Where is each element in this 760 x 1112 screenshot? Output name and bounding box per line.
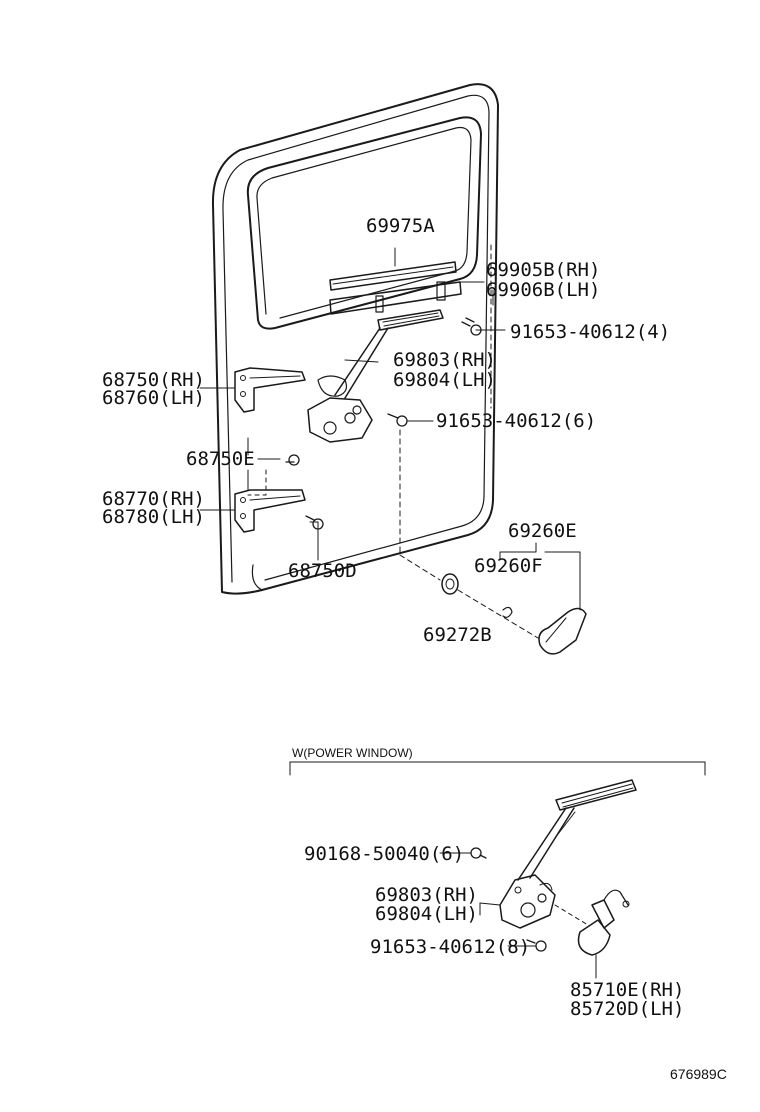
bolts	[285, 317, 482, 530]
glass-channel-69975A	[329, 247, 457, 291]
label-68750D: 68750D	[288, 560, 357, 582]
door-panel	[211, 83, 499, 595]
label-91653-40612-4: 91653-40612(4)	[510, 321, 671, 343]
label-69975A: 69975A	[366, 215, 435, 237]
window-regulator-manual	[307, 309, 444, 443]
clip-69260F	[502, 606, 513, 618]
label-68750E: 68750E	[186, 448, 255, 470]
label-69260F: 69260F	[474, 555, 543, 577]
channel-bracket-69905B	[329, 281, 485, 315]
label-68770: 68770(RH)	[102, 488, 205, 510]
window-motor	[554, 889, 630, 979]
label-68780: 68780(LH)	[102, 506, 205, 528]
hinge-lower	[234, 489, 306, 533]
label-68750: 68750(RH)	[102, 369, 205, 391]
label-69272B: 69272B	[423, 624, 492, 646]
label-91653-40612-8: 91653-40612(8)	[370, 936, 531, 958]
label-69906B: 69906B(LH)	[486, 279, 601, 301]
power-window-caption: W(POWER WINDOW)	[292, 746, 413, 760]
hinge-upper	[234, 367, 306, 413]
label-69803-top: 69803(RH)	[393, 349, 496, 371]
power-bolts	[439, 847, 547, 952]
label-69260E: 69260E	[508, 520, 577, 542]
label-69803-bottom: 69803(RH)	[375, 884, 478, 906]
label-68760: 68760(LH)	[102, 387, 205, 409]
label-85710E: 85710E(RH)	[570, 979, 685, 1001]
crank-handle-69260E	[538, 607, 587, 655]
label-90168-50040: 90168-50040(6)	[304, 843, 465, 865]
label-91653-40612-6: 91653-40612(6)	[436, 410, 597, 432]
label-69804-bottom: 69804(LH)	[375, 903, 478, 925]
diagram-code: 676989C	[670, 1066, 727, 1082]
label-69905B: 69905B(RH)	[486, 259, 601, 281]
washer-69272B	[441, 573, 459, 595]
label-85720D: 85720D(LH)	[570, 998, 685, 1020]
label-69804-top: 69804(LH)	[393, 369, 496, 391]
window-regulator-power	[499, 779, 637, 929]
leader-lines	[199, 244, 581, 639]
power-window-bracket	[289, 761, 706, 776]
